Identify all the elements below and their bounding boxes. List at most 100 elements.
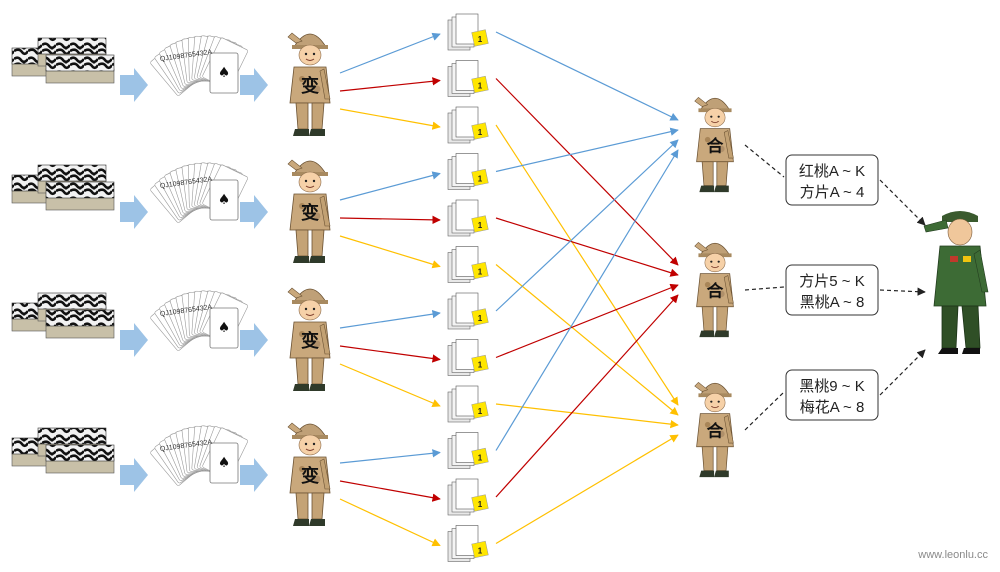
- arrow-blue: [495, 127, 679, 173]
- result-box: 方片5 ~ K 黑桃A ~ 8: [785, 264, 879, 316]
- block-arrow: [240, 458, 268, 492]
- arrow-red: [495, 294, 679, 498]
- chip-count: 1: [478, 407, 483, 416]
- block-arrow: [120, 195, 148, 229]
- card-chip: 1: [447, 153, 489, 190]
- arrow-blue: [339, 32, 441, 74]
- reducer-soldier: 合: [694, 96, 734, 193]
- chip-count: 1: [478, 547, 483, 556]
- general-figure: [923, 211, 989, 354]
- arrow-blue: [495, 31, 679, 121]
- card-chip: 1: [447, 339, 489, 376]
- dashed-connector: [744, 286, 785, 291]
- diagram-objects: ♠QJ1098765432A ♠QJ1098765432A ♠QJ109876543…: [11, 13, 989, 562]
- arrow-yellow: [339, 108, 441, 130]
- shuffle-arrows: [339, 31, 926, 547]
- card-chip: 1: [447, 199, 489, 237]
- result-line-1: 方片5 ~ K: [799, 273, 864, 290]
- dashed-connector: [744, 144, 785, 178]
- chip-count: 1: [478, 314, 483, 323]
- watermark: www.leonlu.cc: [918, 549, 988, 561]
- spread-cards-fan: ♠QJ1098765432A: [150, 290, 248, 351]
- mapper-soldier: 变: [287, 32, 331, 136]
- card-deck-stack: [11, 37, 115, 84]
- arrow-red: [495, 217, 679, 277]
- arrow-yellow: [495, 264, 679, 416]
- arrow-red: [495, 283, 679, 359]
- chip-count: 1: [478, 500, 483, 509]
- svg-text:♠: ♠: [218, 455, 231, 471]
- card-deck-stack: [11, 427, 115, 474]
- dashed-arrow: [879, 349, 926, 396]
- dashed-arrow: [879, 179, 926, 226]
- reducer-soldier: 合: [694, 381, 734, 478]
- result-line-2: 黑桃A ~ 8: [800, 294, 865, 311]
- mapper-soldier: 变: [287, 159, 331, 263]
- mapper-soldier: 变: [287, 287, 331, 391]
- chip-count: 1: [478, 35, 483, 44]
- arrow-red: [339, 345, 441, 363]
- soldier-label: 变: [301, 465, 319, 487]
- chip-count: 1: [478, 361, 483, 370]
- soldier-label: 合: [707, 421, 724, 441]
- block-arrow: [120, 323, 148, 357]
- block-arrow: [240, 323, 268, 357]
- result-line-2: 方片A ~ 4: [800, 184, 865, 201]
- chip-count: 1: [478, 221, 483, 230]
- soldier-label: 合: [707, 136, 724, 156]
- reducer-soldier: 合: [694, 241, 734, 338]
- arrow-blue: [339, 171, 441, 201]
- arrow-yellow: [339, 498, 441, 547]
- svg-text:♠: ♠: [218, 192, 231, 208]
- arrow-red: [339, 77, 441, 92]
- result-box: 黑桃9 ~ K 梅花A ~ 8: [785, 369, 879, 421]
- arrow-blue: [339, 309, 441, 329]
- result-line-1: 黑桃9 ~ K: [799, 378, 864, 395]
- block-arrow: [120, 68, 148, 102]
- card-chip: 1: [447, 432, 489, 469]
- svg-text:♠: ♠: [218, 320, 231, 336]
- mapper-soldier: 变: [287, 422, 331, 526]
- soldier-label: 变: [301, 202, 319, 224]
- arrow-yellow: [495, 403, 679, 429]
- card-chip: 1: [447, 292, 489, 330]
- arrow-red: [339, 215, 441, 225]
- result-box: 红桃A ~ K 方片A ~ 4: [785, 154, 879, 206]
- block-arrow: [240, 195, 268, 229]
- soldier-label: 变: [301, 330, 319, 352]
- chip-count: 1: [478, 454, 483, 463]
- chip-count: 1: [478, 175, 483, 184]
- arrow-blue: [495, 139, 679, 312]
- card-chip: 1: [447, 13, 489, 51]
- chip-count: 1: [478, 128, 483, 137]
- dashed-arrow: [879, 287, 926, 296]
- spread-cards-fan: ♠QJ1098765432A: [150, 35, 248, 96]
- card-chip: 1: [447, 60, 489, 97]
- arrow-yellow: [495, 434, 679, 545]
- arrow-red: [339, 480, 441, 502]
- block-arrow: [120, 458, 148, 492]
- block-arrow: [240, 68, 268, 102]
- spread-cards-fan: ♠QJ1098765432A: [150, 162, 248, 223]
- dashed-connector: [744, 391, 785, 431]
- card-chip: 1: [447, 385, 489, 423]
- arrow-blue: [495, 149, 679, 451]
- arrow-yellow: [339, 235, 441, 269]
- result-line-2: 梅花A ~ 8: [800, 399, 865, 416]
- svg-text:♠: ♠: [218, 65, 231, 81]
- card-deck-stack: [11, 292, 115, 339]
- soldier-label: 合: [707, 281, 724, 301]
- chip-count: 1: [478, 268, 483, 277]
- card-chip: 1: [447, 478, 489, 516]
- arrow-red: [495, 78, 679, 266]
- result-line-1: 红桃A ~ K: [799, 163, 865, 180]
- soldier-label: 变: [301, 75, 319, 97]
- card-chip: 1: [447, 106, 489, 144]
- arrow-yellow: [495, 124, 679, 406]
- card-chip: 1: [447, 246, 489, 283]
- card-deck-stack: [11, 164, 115, 211]
- spread-cards-fan: ♠QJ1098765432A: [150, 425, 248, 486]
- arrow-blue: [339, 449, 441, 464]
